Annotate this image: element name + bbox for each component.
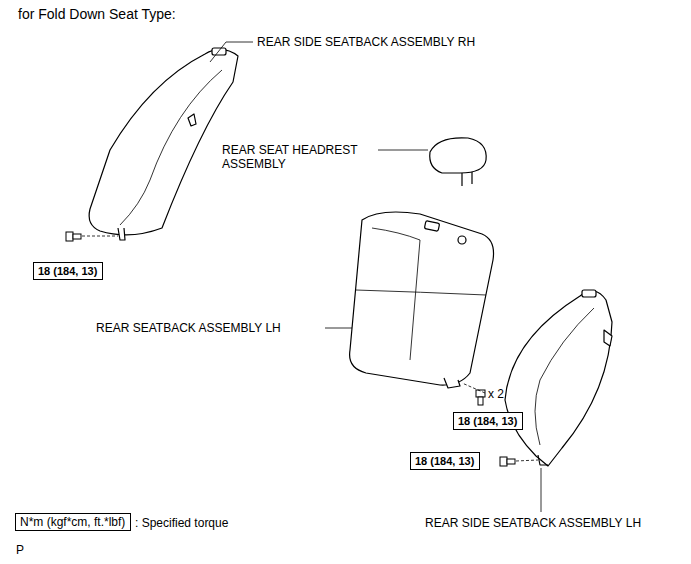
legend-note: : Specified torque bbox=[135, 516, 228, 530]
figure-code: P bbox=[16, 543, 24, 557]
torque-value: 18 (184, 13) bbox=[34, 263, 102, 279]
torque-value: 18 (184, 13) bbox=[454, 413, 522, 429]
torque-box: 18 (184, 13) bbox=[410, 452, 480, 470]
unit-text: N*m (kgf*cm, ft.*lbf) bbox=[16, 514, 130, 530]
torque-box: 18 (184, 13) bbox=[33, 262, 103, 280]
unit-box: N*m (kgf*cm, ft.*lbf) bbox=[15, 513, 131, 531]
diagram-title: for Fold Down Seat Type: bbox=[18, 6, 176, 22]
part-name: REAR SEAT HEADREST ASSEMBLY bbox=[222, 143, 372, 171]
part-name: REAR SIDE SEATBACK ASSEMBLY RH bbox=[257, 35, 475, 49]
quantity-note: x 2 bbox=[488, 387, 504, 401]
part-name: REAR SIDE SEATBACK ASSEMBLY LH bbox=[425, 516, 641, 530]
torque-box: 18 (184, 13) bbox=[453, 412, 523, 430]
torque-value: 18 (184, 13) bbox=[411, 453, 479, 469]
part-name: REAR SEATBACK ASSEMBLY LH bbox=[96, 321, 281, 335]
